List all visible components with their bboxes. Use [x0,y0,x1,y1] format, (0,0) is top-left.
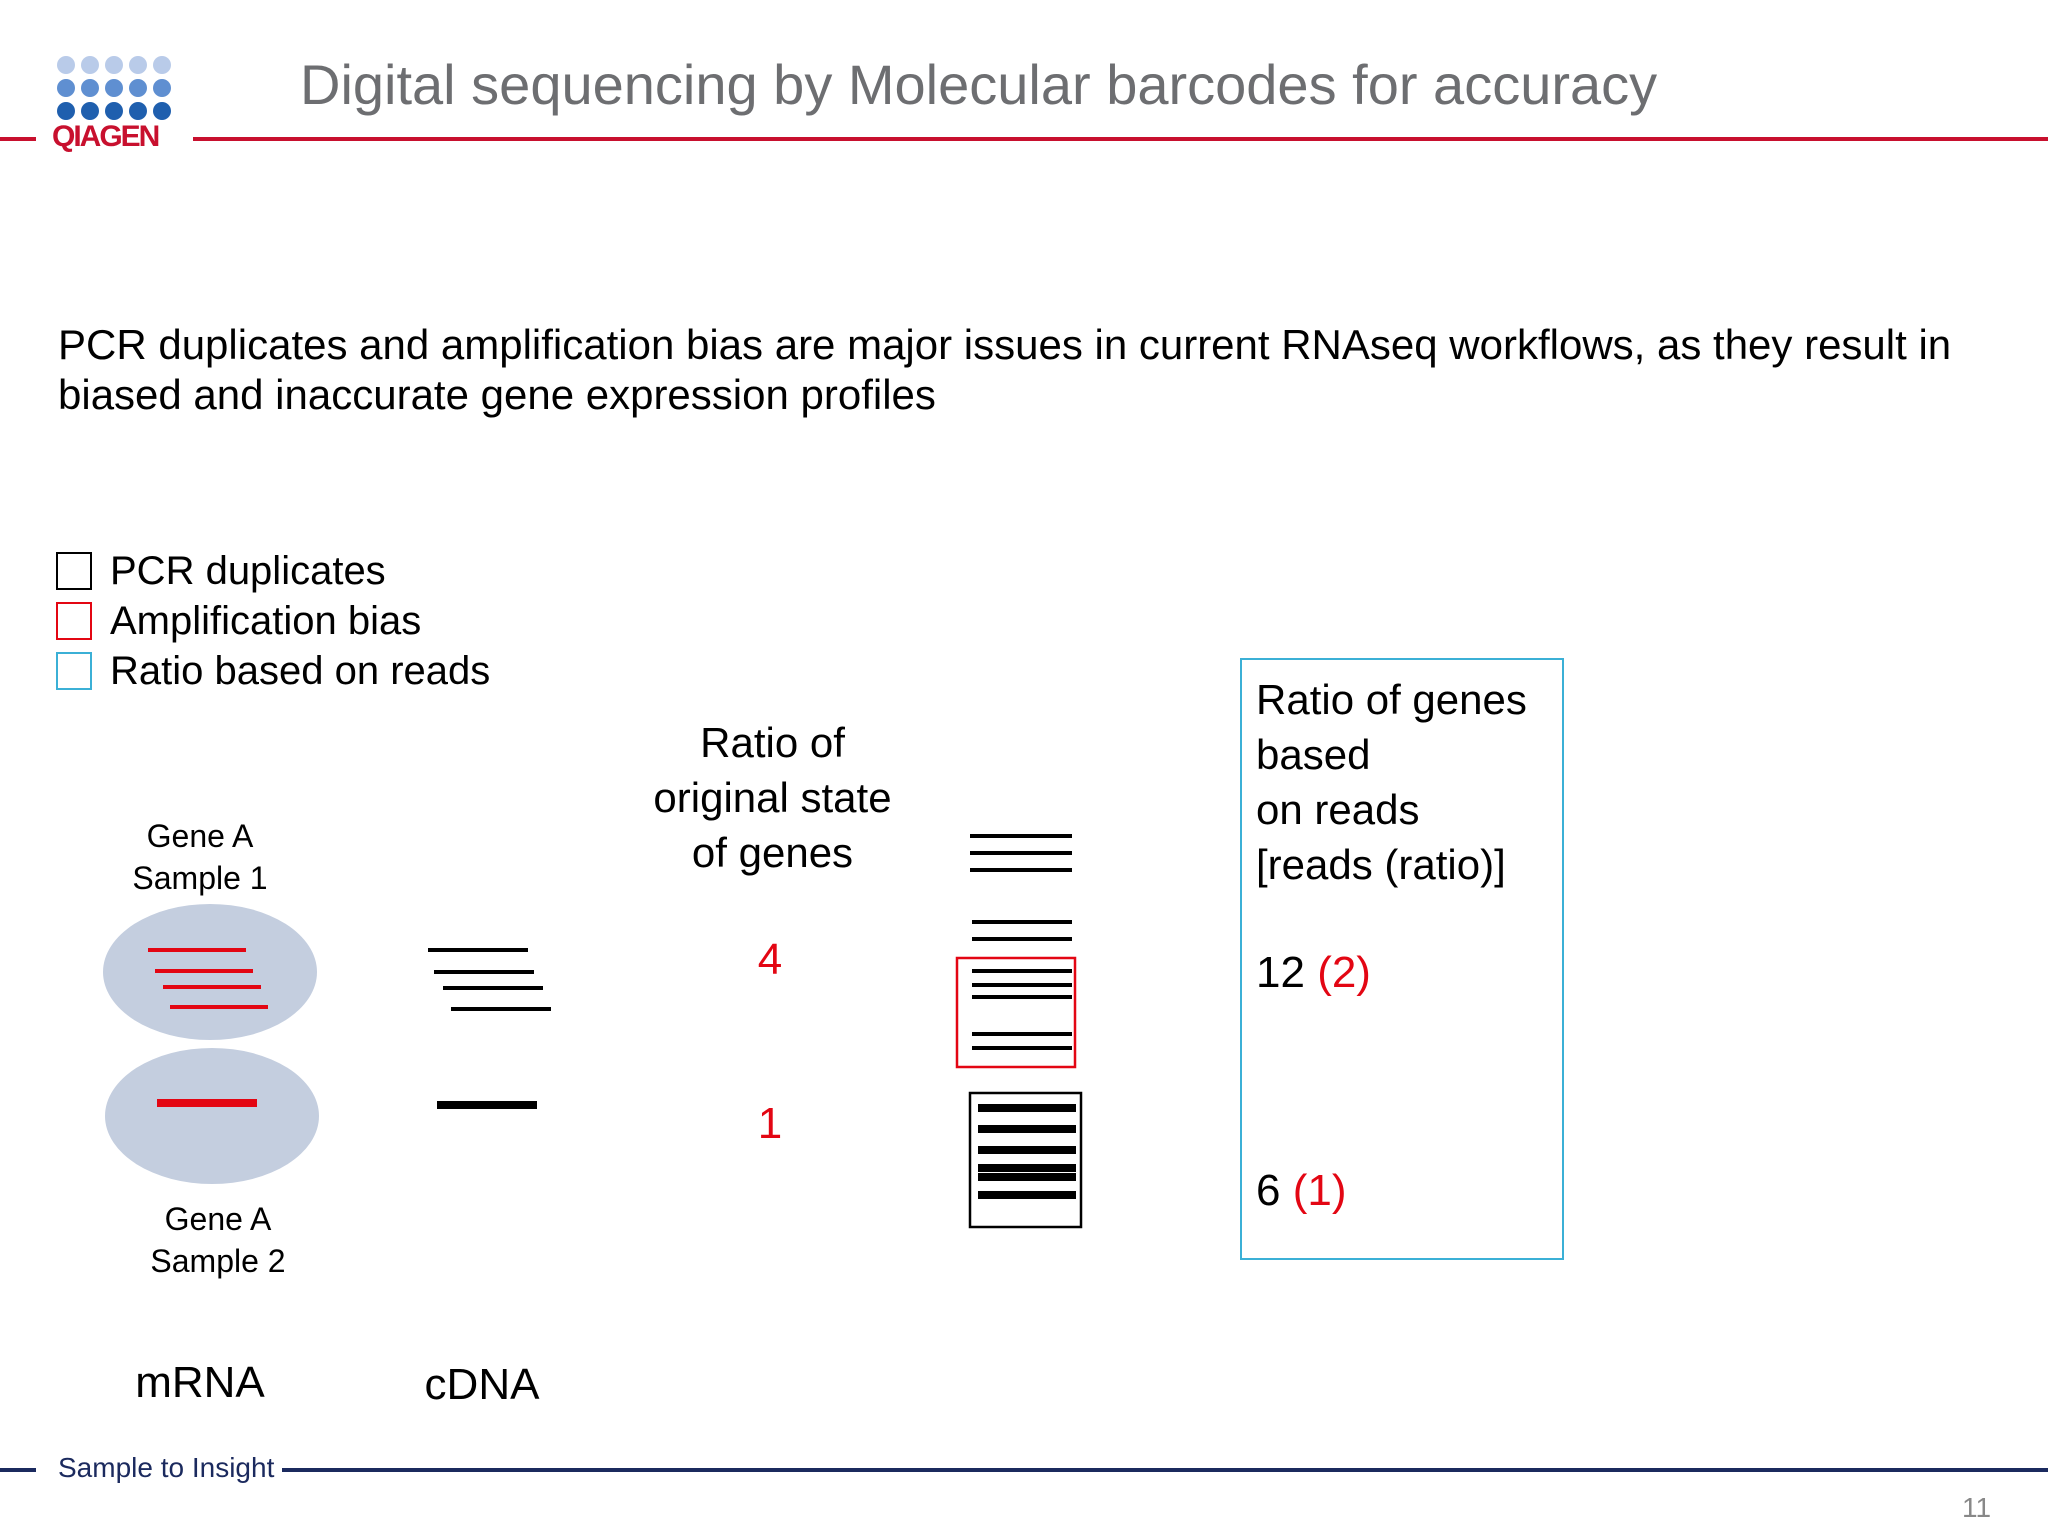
reads-value-sample-2: 6 (1) [1256,1166,1347,1215]
footer-rule-left [0,1468,36,1472]
legend-item-amplification-bias: Amplification bias [56,598,421,644]
reads-value-sample-1: 12 (2) [1256,948,1371,997]
ratio-value-sample-1: 4 [757,935,783,984]
legend-swatch-black [56,552,92,590]
ratio-value-sample-2: 1 [757,1099,783,1148]
legend-swatch-red [56,602,92,640]
footer-tagline: Sample to Insight [58,1452,275,1483]
gene-a-sample-1-label: Gene A Sample 1 [132,818,268,896]
ratio-original-heading: Ratio of original state of genes [653,719,892,876]
cdna-column-label: cDNA [424,1360,540,1409]
legend-label: PCR duplicates [110,548,386,593]
page-title: Digital sequencing by Molecular barcodes… [300,53,1658,116]
reads-ratio-box [1240,658,1564,1260]
legend-item-ratio-reads: Ratio based on reads [56,648,490,694]
page-number: 11 [1962,1492,1992,1523]
pcr-duplicates-box [968,1091,1083,1229]
legend-label: Ratio based on reads [110,648,491,693]
legend-item-pcr-duplicates: PCR duplicates [56,548,386,594]
header-rule-left [0,137,36,141]
logo-wordmark: QIAGEN [52,120,160,153]
legend-label: Amplification bias [110,598,422,643]
mrna-column-label: mRNA [135,1358,265,1407]
reads-ratio-heading: Ratio of genes based on reads [reads (ra… [1256,676,1527,888]
amplification-bias-box [955,956,1077,1069]
footer-rule-right [282,1468,2048,1472]
qiagen-logo-icon [56,55,176,123]
header-rule-right [193,137,2048,141]
sample2-ellipse [105,1048,319,1184]
legend-swatch-blue [56,652,92,690]
gene-a-sample-2-label: Gene A Sample 2 [150,1201,286,1279]
intro-text: PCR duplicates and amplification bias ar… [58,321,1952,418]
